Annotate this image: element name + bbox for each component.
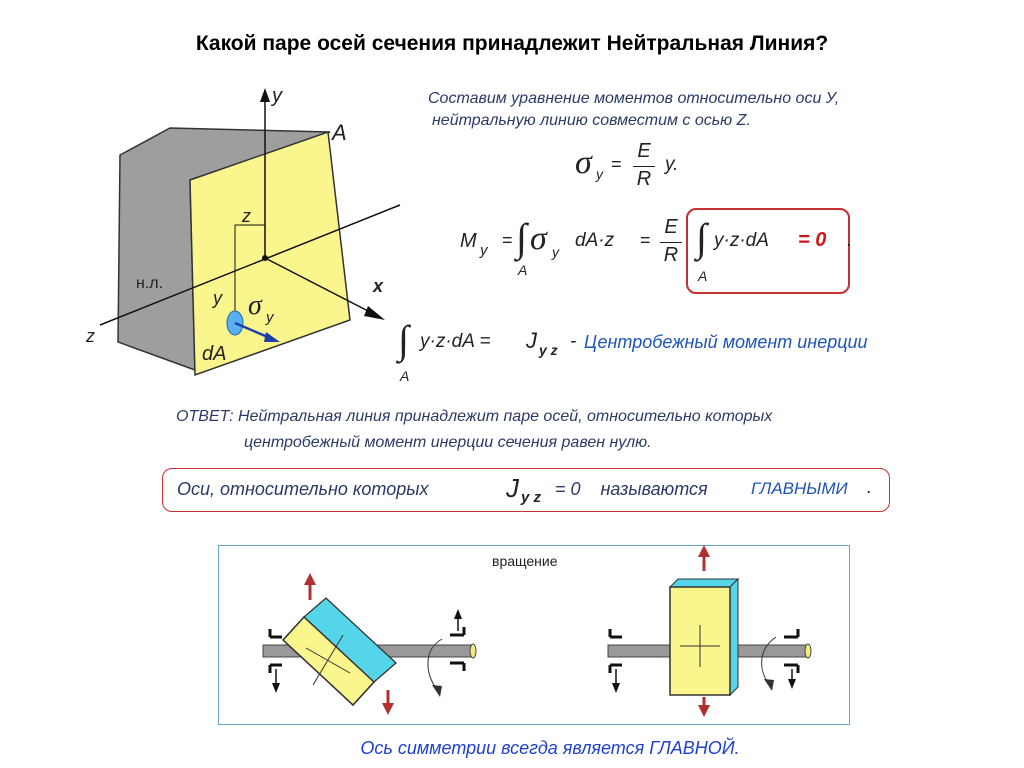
- eq1-den: R: [636, 168, 652, 190]
- tilted-plate-assembly: [262, 573, 477, 715]
- eq2-limit-1: A: [518, 262, 528, 278]
- eq2-equals-2: =: [640, 230, 651, 250]
- eq2-num: E: [664, 216, 678, 238]
- fig-label-x: x: [372, 276, 384, 296]
- eq2-equals-1: =: [502, 230, 513, 250]
- equation-product-inertia: ∫ A y·z·dA = J y z - Центробежный момент…: [398, 316, 958, 386]
- eq2-integral-2: ∫: [696, 215, 707, 260]
- fig-label-y: y: [270, 85, 283, 107]
- eq1-sigma: σ: [575, 144, 592, 181]
- fig-label-sigma-sub: y: [265, 309, 275, 326]
- eq2-limit-2: A: [698, 268, 708, 284]
- fig-label-y-small: y: [211, 288, 223, 308]
- eq3-J-sub: y z: [539, 342, 558, 358]
- fig-label-neutral-line: н.л.: [136, 275, 163, 292]
- eq3-J: J: [526, 328, 537, 353]
- answer-line-1: ОТВЕТ: Нейтральная линия принадлежит пар…: [176, 408, 773, 425]
- fig-label-z-left: z: [85, 326, 95, 346]
- principal-dot: .: [867, 477, 873, 497]
- principal-J: J: [506, 473, 519, 503]
- beam-section-figure: y A z н.л. x y σ y z dA: [85, 85, 401, 377]
- eq2-M-sub: y: [480, 242, 488, 259]
- symmetry-statement: Ось симметрии всегда является ГЛАВНОЙ.: [360, 738, 740, 758]
- eq1-equals: =: [611, 154, 622, 174]
- principal-post: = 0 называются: [555, 479, 708, 499]
- eq1-fraction-bar: [633, 166, 655, 167]
- equation-moment: M y = ∫ A σ y dA·z = E R: [460, 210, 860, 295]
- eq3-dash: -: [570, 331, 577, 352]
- eq2-M: M: [460, 230, 477, 252]
- principal-J-sub: y z: [521, 489, 542, 506]
- eq2-sigma-sub: y: [552, 244, 559, 260]
- eq3-expr: y·z·dA =: [420, 331, 491, 352]
- principal-word: ГЛАВНЫМИ: [751, 479, 848, 498]
- rotation-drawing: [262, 545, 812, 717]
- eq3-integral: ∫: [398, 317, 409, 362]
- eq2-sigma: σ: [530, 220, 547, 257]
- eq1-tail: y.: [665, 154, 679, 175]
- fig-label-z-top: z: [241, 206, 251, 226]
- intro-line-1: Составим уравнение моментов относительно…: [428, 90, 840, 107]
- eq2-inner: y·z·dA: [714, 230, 769, 251]
- eq1-sub: y: [596, 166, 603, 182]
- page-title: Какой паре осей сечения принадлежит Нейт…: [195, 32, 829, 55]
- zero-integral-box: ∫ A y·z·dA = 0: [686, 208, 850, 294]
- eq1-num: E: [637, 140, 651, 162]
- eq3-description: Центробежный момент инерции: [584, 332, 868, 352]
- eq2-fraction-bar: [660, 242, 682, 243]
- eq2-mid: dA·z: [575, 230, 615, 251]
- answer-line-2: центробежный момент инерции сечения раве…: [244, 434, 652, 451]
- fig-label-sigma: σ: [248, 290, 263, 321]
- fig-label-A: A: [330, 120, 347, 145]
- eq2-zero: = 0: [798, 229, 827, 251]
- rotation-diagram-box: [218, 545, 850, 725]
- eq2-integral-1: ∫: [516, 215, 527, 260]
- principal-pre: Оси, относительно которых: [177, 479, 429, 499]
- eq2-dot: .: [847, 230, 853, 251]
- eq2-den: R: [663, 244, 679, 266]
- principal-axes-box: Оси, относительно которых J y z = 0 назы…: [162, 468, 890, 512]
- intro-line-2: нейтральную линию совместим с осью Z.: [432, 112, 751, 129]
- rotation-label: вращение: [492, 553, 558, 569]
- eq3-limit: A: [400, 368, 410, 384]
- fig-label-dA: dA: [202, 343, 226, 365]
- upright-plate-assembly: [607, 545, 812, 717]
- equation-sigma: σ y = E R y.: [575, 140, 725, 195]
